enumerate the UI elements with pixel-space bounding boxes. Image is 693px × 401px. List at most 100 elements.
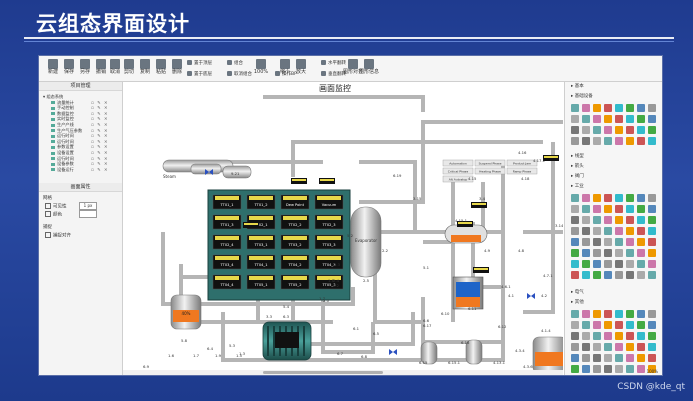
grid-visible-option[interactable]: 可见性	[45, 203, 67, 210]
component-icon[interactable]	[637, 115, 645, 123]
component-icon[interactable]	[637, 126, 645, 134]
component-icon[interactable]	[626, 238, 634, 246]
component-icon[interactable]	[615, 343, 623, 351]
component-icon[interactable]	[637, 238, 645, 246]
toolbar-button-9[interactable]: 置于顶层	[187, 60, 212, 66]
component-icon[interactable]	[626, 354, 634, 362]
toolbar-button-5[interactable]: 剪切	[119, 59, 139, 79]
component-icon[interactable]	[593, 271, 601, 279]
component-icon[interactable]	[604, 249, 612, 257]
component-icon[interactable]	[648, 205, 656, 213]
component-icon[interactable]	[593, 365, 601, 373]
component-icon[interactable]	[582, 238, 590, 246]
tree-item[interactable]: 参数设置▫ ✎ ✕	[39, 144, 134, 149]
library-section[interactable]: ▸ 基础设备	[565, 94, 593, 100]
component-icon[interactable]	[593, 310, 601, 318]
component-icon[interactable]	[648, 137, 656, 145]
component-icon[interactable]	[571, 205, 579, 213]
tree-item[interactable]: 流量统计▫ ✎ ✕	[39, 100, 134, 105]
component-icon[interactable]	[604, 321, 612, 329]
component-icon[interactable]	[626, 321, 634, 329]
component-icon[interactable]	[571, 354, 579, 362]
tree-item-actions[interactable]: ▫ ✎ ✕	[91, 133, 109, 139]
component-icon[interactable]	[626, 205, 634, 213]
component-icon[interactable]	[615, 126, 623, 134]
component-icon[interactable]	[571, 115, 579, 123]
canvas-hscrollbar[interactable]	[123, 370, 563, 375]
component-icon[interactable]	[582, 205, 590, 213]
tree-item[interactable]: 设备运行▫ ✎ ✕	[39, 167, 134, 172]
component-icon[interactable]	[593, 354, 601, 362]
snap-checkbox[interactable]	[45, 232, 51, 238]
component-icon[interactable]	[637, 260, 645, 268]
tree-item-actions[interactable]: ▫ ✎ ✕	[91, 161, 109, 167]
toolbar-button-18[interactable]: 垂直翻转	[321, 71, 346, 77]
component-icon[interactable]	[582, 227, 590, 235]
component-icon[interactable]	[648, 238, 656, 246]
library-section[interactable]: ▸ 电气	[565, 290, 584, 296]
component-icon[interactable]	[582, 137, 590, 145]
component-icon[interactable]	[637, 249, 645, 257]
component-icon[interactable]	[648, 194, 656, 202]
component-icon[interactable]	[604, 137, 612, 145]
toolbar-button-1[interactable]: 保存	[59, 59, 79, 79]
component-icon[interactable]	[637, 137, 645, 145]
tree-item[interactable]: 实时监控▫ ✎ ✕	[39, 116, 134, 121]
component-icon[interactable]	[582, 365, 590, 373]
component-icon[interactable]	[582, 271, 590, 279]
component-icon[interactable]	[626, 227, 634, 235]
component-icon[interactable]	[626, 249, 634, 257]
snap-option[interactable]: 捕捉对齐	[45, 232, 71, 239]
component-icon[interactable]	[604, 194, 612, 202]
component-icon[interactable]	[648, 260, 656, 268]
component-icon[interactable]	[626, 194, 634, 202]
toolbar-button-0[interactable]: 新建	[43, 59, 63, 79]
component-icon[interactable]	[648, 365, 656, 373]
component-icon[interactable]	[593, 115, 601, 123]
component-icon[interactable]	[615, 249, 623, 257]
toolbar-button-3[interactable]: 撤销	[91, 59, 111, 79]
component-icon[interactable]	[626, 115, 634, 123]
tree-item-actions[interactable]: ▫ ✎ ✕	[91, 155, 109, 161]
component-icon[interactable]	[593, 238, 601, 246]
component-icon[interactable]	[604, 310, 612, 318]
tree-item[interactable]: ▾ 组态系统	[39, 94, 126, 99]
component-icon[interactable]	[615, 260, 623, 268]
tree-item-actions[interactable]: ▫ ✎ ✕	[91, 138, 109, 144]
component-icon[interactable]	[593, 260, 601, 268]
component-icon[interactable]	[604, 260, 612, 268]
toolbar-button-17[interactable]: 水平翻转	[321, 60, 346, 66]
component-icon[interactable]	[604, 216, 612, 224]
component-icon[interactable]	[593, 137, 601, 145]
tree-item-actions[interactable]: ▫ ✎ ✕	[91, 144, 109, 150]
component-icon[interactable]	[571, 137, 579, 145]
component-icon[interactable]	[615, 271, 623, 279]
tree-item-actions[interactable]: ▫ ✎ ✕	[91, 105, 109, 111]
component-icon[interactable]	[626, 343, 634, 351]
component-icon[interactable]	[637, 354, 645, 362]
tree-item[interactable]: 运行时间▫ ✎ ✕	[39, 156, 134, 161]
grid-color-checkbox[interactable]	[45, 211, 51, 217]
toolbar-button-11[interactable]: 组合	[227, 60, 243, 66]
tree-item[interactable]: 设备设置▫ ✎ ✕	[39, 150, 134, 155]
component-icon[interactable]	[637, 365, 645, 373]
component-icon[interactable]	[604, 126, 612, 134]
library-section[interactable]: ▸ 其他	[565, 300, 584, 306]
component-icon[interactable]	[648, 115, 656, 123]
toolbar-button-15[interactable]: 放大	[291, 59, 311, 79]
component-icon[interactable]	[637, 104, 645, 112]
component-icon[interactable]	[604, 354, 612, 362]
component-icon[interactable]	[626, 126, 634, 134]
toolbar-button-16[interactable]: 操作BP	[275, 71, 297, 77]
library-section[interactable]: ▸ 基本	[565, 84, 584, 90]
component-icon[interactable]	[571, 365, 579, 373]
component-icon[interactable]	[593, 126, 601, 134]
component-icon[interactable]	[604, 343, 612, 351]
component-icon[interactable]	[604, 227, 612, 235]
component-icon[interactable]	[626, 365, 634, 373]
component-icon[interactable]	[582, 260, 590, 268]
component-icon[interactable]	[582, 104, 590, 112]
component-icon[interactable]	[571, 104, 579, 112]
component-icon[interactable]	[604, 205, 612, 213]
component-icon[interactable]	[604, 365, 612, 373]
